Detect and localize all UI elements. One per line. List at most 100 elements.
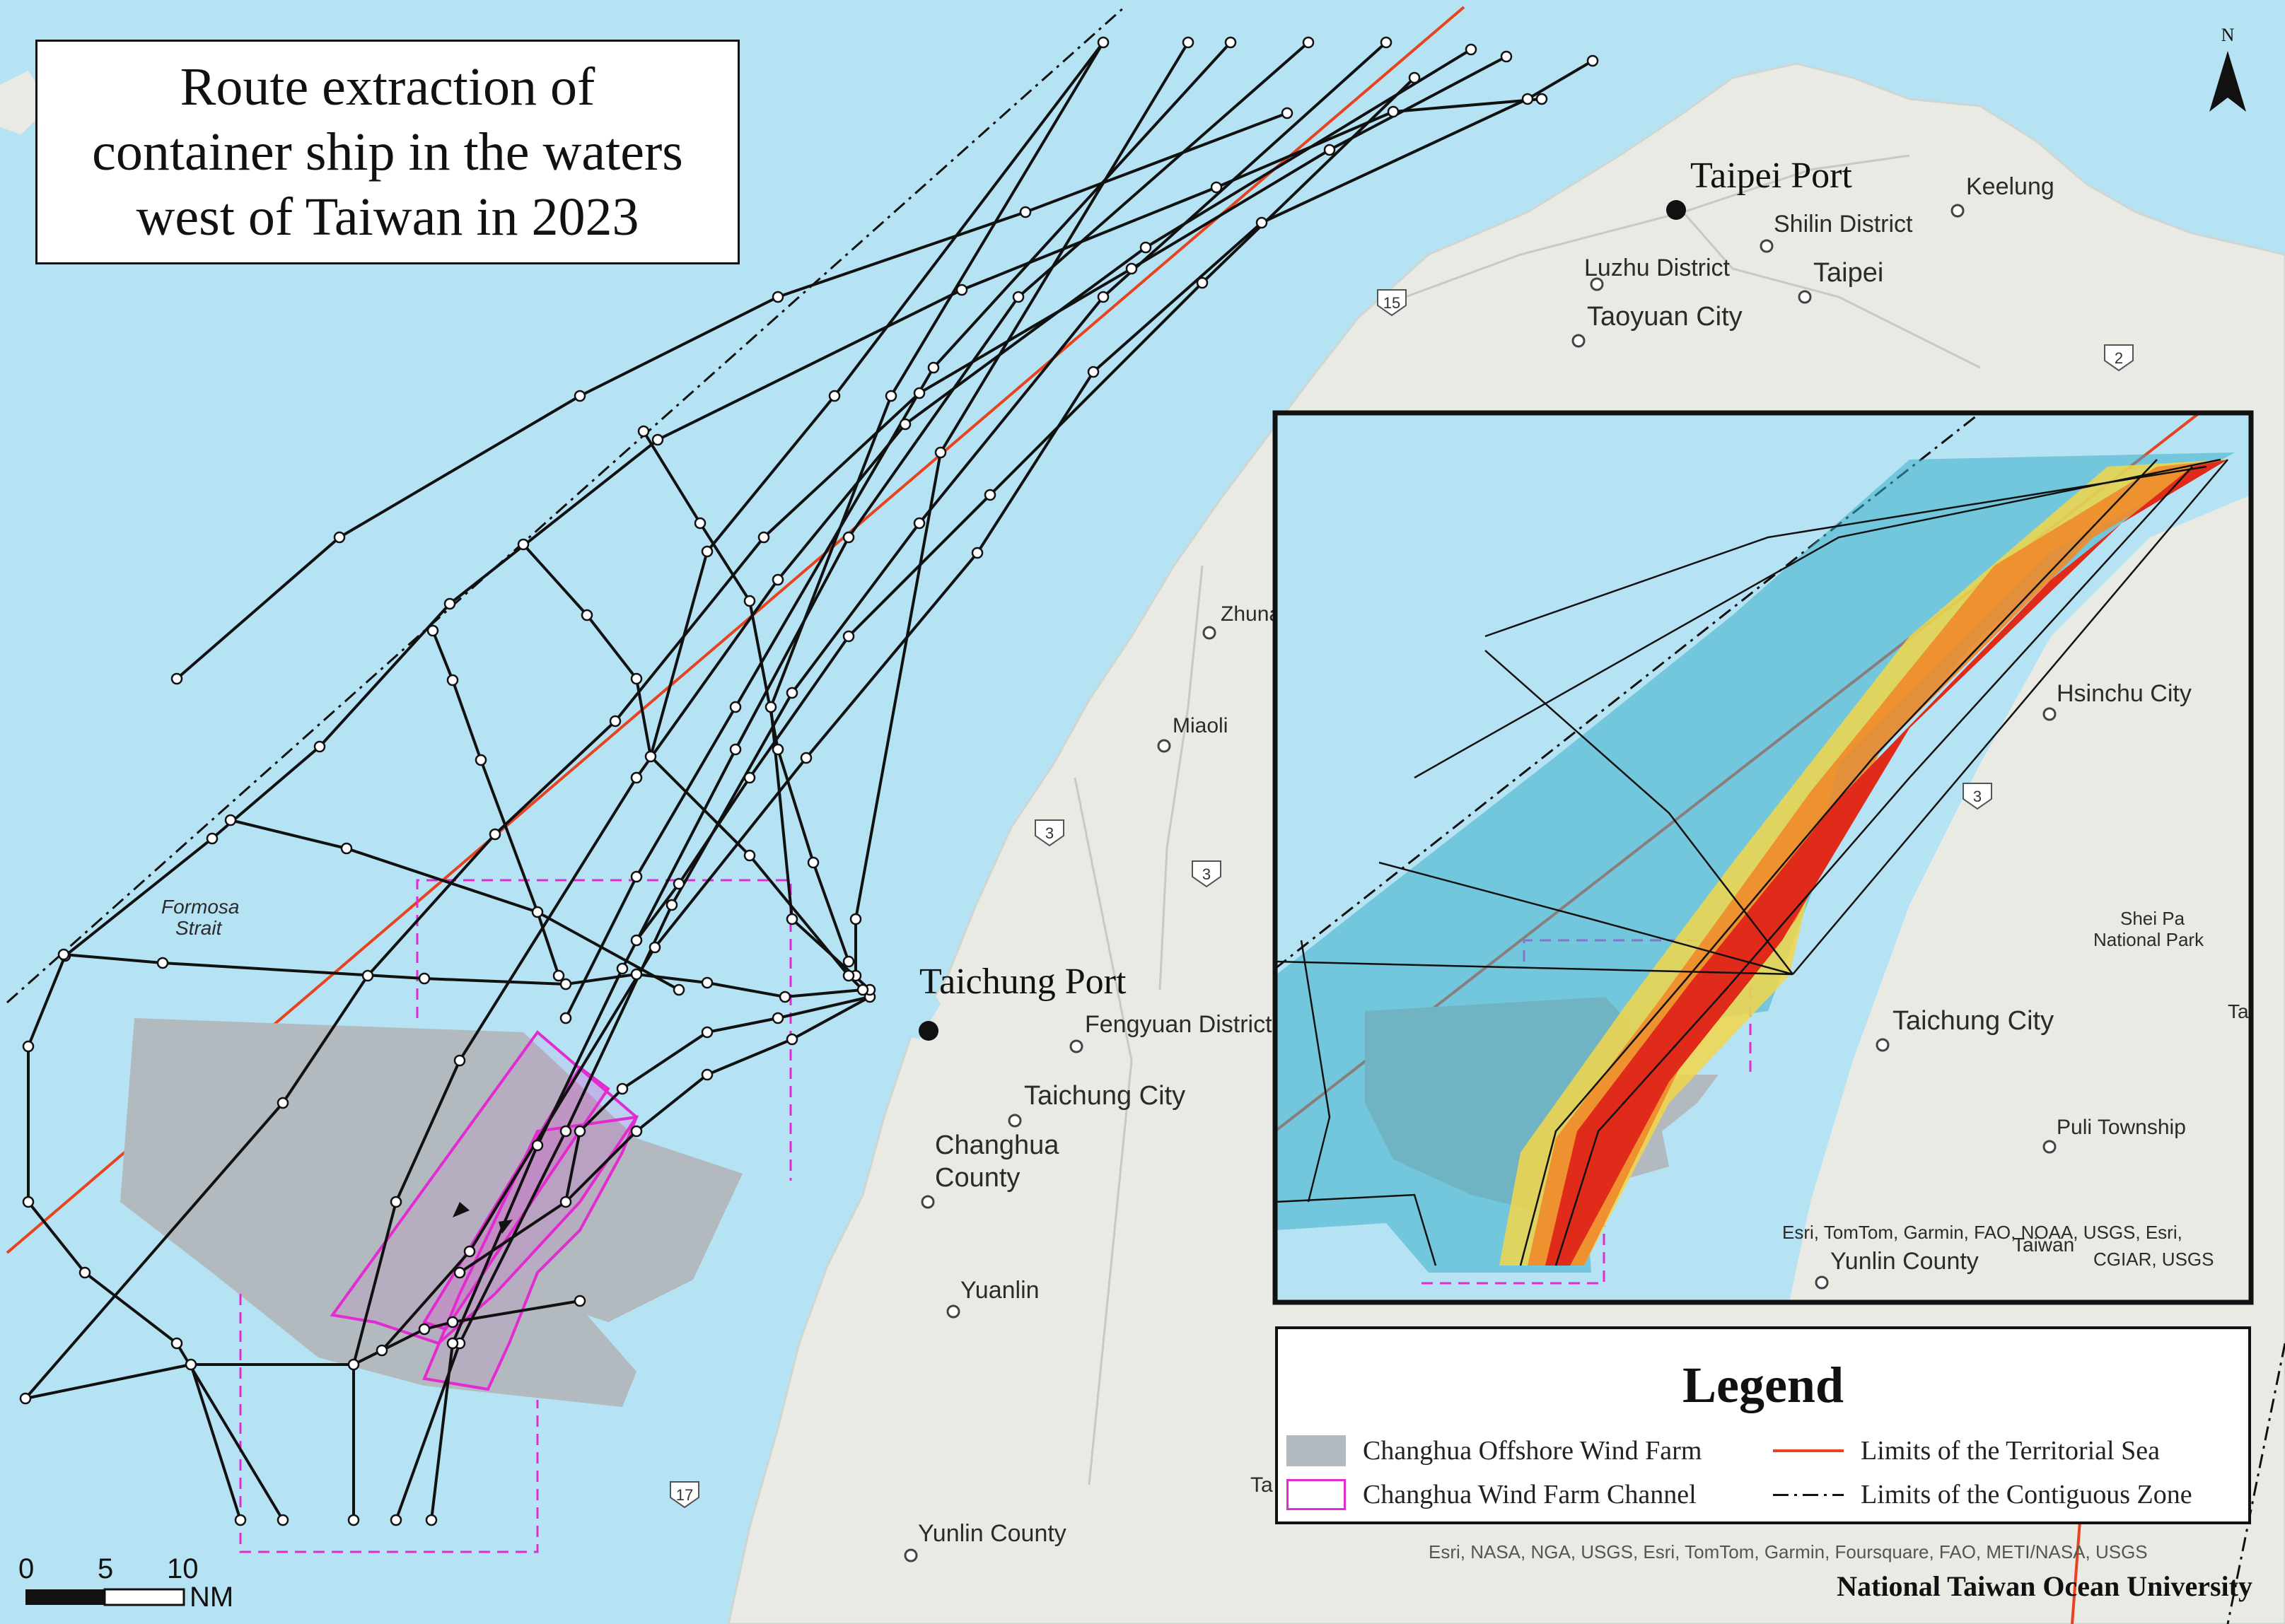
label-fengyuan: Fengyuan District bbox=[1085, 1011, 1272, 1038]
route-node bbox=[170, 1337, 183, 1350]
contiguous-zone-line bbox=[6, 6, 1125, 1004]
route-node bbox=[842, 955, 855, 968]
route-node bbox=[616, 962, 629, 975]
route-node bbox=[971, 547, 984, 559]
label-taoyuan: Taoyuan City bbox=[1587, 302, 1743, 332]
legend-title: Legend bbox=[1682, 1357, 1844, 1413]
route-node bbox=[1210, 181, 1223, 194]
route-node bbox=[786, 913, 798, 925]
route-node bbox=[1097, 291, 1110, 303]
route-node bbox=[701, 976, 714, 989]
inset-routes bbox=[1275, 458, 2228, 1266]
route-node bbox=[701, 1068, 714, 1081]
route-node bbox=[185, 1358, 197, 1371]
route-node bbox=[206, 832, 219, 845]
route-node bbox=[443, 597, 456, 610]
route-node bbox=[475, 754, 487, 766]
legend-panel: Legend Changhua Offshore Wind Farm Chang… bbox=[1275, 1326, 2251, 1524]
inset-map[interactable]: Hsinchu City Shei Pa National Park Taich… bbox=[1272, 410, 2254, 1305]
route-node bbox=[347, 1358, 360, 1371]
route-node bbox=[616, 1082, 629, 1095]
route-node bbox=[531, 906, 544, 918]
svg-text:3: 3 bbox=[1202, 865, 1211, 883]
route-node bbox=[637, 425, 650, 438]
route-node bbox=[277, 1097, 289, 1109]
route-node bbox=[19, 1392, 32, 1405]
route-node bbox=[649, 941, 661, 954]
wind-farm-swatch bbox=[1286, 1435, 1346, 1466]
route-node bbox=[800, 752, 813, 764]
route-node bbox=[913, 387, 926, 399]
route-node bbox=[757, 531, 770, 544]
route-node bbox=[1387, 105, 1400, 118]
route-line bbox=[175, 112, 1288, 680]
inset-border bbox=[1272, 410, 2254, 1305]
route-node bbox=[764, 701, 777, 713]
ship-routes bbox=[24, 41, 1594, 1521]
legend-item-territorial: Limits of the Territorial Sea bbox=[1773, 1435, 2160, 1466]
route-node bbox=[552, 969, 565, 982]
inset-label-ta: Ta bbox=[2228, 1000, 2249, 1022]
label-keelung: Keelung bbox=[1966, 173, 2054, 200]
route-node bbox=[425, 1514, 438, 1526]
route-line bbox=[63, 953, 864, 999]
label-strait-2: Strait bbox=[175, 917, 223, 939]
route-node bbox=[1302, 36, 1315, 49]
route-node bbox=[170, 672, 183, 685]
taipei-port-label: Taipei Port bbox=[1690, 156, 1852, 196]
route-node bbox=[418, 1323, 431, 1336]
route-node bbox=[234, 1514, 247, 1526]
route-node bbox=[913, 517, 926, 530]
route-node bbox=[1521, 93, 1534, 105]
route-node bbox=[743, 771, 756, 784]
inset-label-sheipa-1: Shei Pa bbox=[2120, 908, 2185, 929]
route-node bbox=[361, 969, 374, 982]
wind-farm-area bbox=[120, 1018, 743, 1407]
organization-label: National Taiwan Ocean University bbox=[1837, 1570, 2252, 1602]
label-taichung-city: Taichung City bbox=[1024, 1081, 1185, 1111]
route-node bbox=[1019, 206, 1032, 218]
svg-text:N: N bbox=[2221, 25, 2235, 45]
route-node bbox=[630, 870, 643, 883]
svg-text:17: 17 bbox=[676, 1486, 693, 1504]
map-credit: Esri, NASA, NGA, USGS, Esri, TomTom, Gar… bbox=[1429, 1541, 2148, 1562]
inset-label-taiwan: Taiwan bbox=[2013, 1234, 2074, 1256]
route-line bbox=[564, 995, 871, 1203]
route-node bbox=[630, 934, 643, 947]
svg-text:10: 10 bbox=[167, 1553, 199, 1584]
route-node bbox=[694, 517, 707, 530]
route-node bbox=[729, 743, 742, 756]
route-node bbox=[340, 842, 353, 855]
route-node bbox=[701, 1026, 714, 1039]
route-node bbox=[446, 1316, 459, 1328]
route-node bbox=[630, 672, 643, 685]
route-node bbox=[701, 545, 714, 558]
label-yuanlin: Yuanlin bbox=[960, 1277, 1040, 1304]
route-node bbox=[630, 1125, 643, 1138]
taichung-port-marker[interactable] bbox=[919, 1021, 938, 1041]
svg-text:3: 3 bbox=[1973, 788, 1982, 805]
svg-text:NM: NM bbox=[190, 1582, 233, 1613]
svg-text:5: 5 bbox=[98, 1553, 113, 1584]
route-node bbox=[786, 1033, 798, 1046]
route-node bbox=[1012, 291, 1025, 303]
route-node bbox=[673, 983, 685, 996]
route-node bbox=[743, 849, 756, 862]
route-node bbox=[984, 489, 996, 501]
route-node bbox=[1087, 366, 1100, 378]
north-arrow-icon: N bbox=[2209, 25, 2246, 112]
legend-item-contiguous: Limits of the Contiguous Zone bbox=[1773, 1479, 2192, 1510]
route-line bbox=[854, 41, 1190, 976]
route-line bbox=[522, 543, 652, 757]
route-node bbox=[1586, 54, 1599, 67]
taipei-port-marker[interactable] bbox=[1666, 200, 1686, 220]
route-node bbox=[57, 948, 70, 961]
route-node bbox=[842, 969, 855, 982]
route-node bbox=[899, 418, 912, 431]
inset-label-hsinchu: Hsinchu City bbox=[2057, 680, 2192, 707]
route-node bbox=[927, 361, 940, 374]
svg-text:15: 15 bbox=[1383, 294, 1400, 312]
label-zhunan: Zhuna bbox=[1221, 602, 1281, 626]
route-node bbox=[426, 624, 439, 637]
